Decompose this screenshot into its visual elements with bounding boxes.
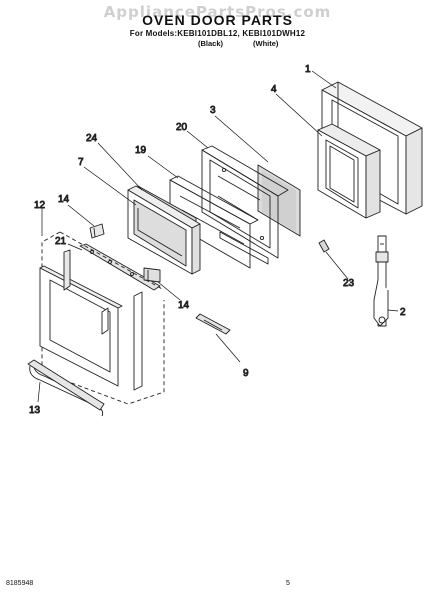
part-glass-support-frame	[201, 145, 289, 265]
part-window-glass-pack	[127, 185, 201, 275]
color-black-label: (Black)	[198, 39, 224, 48]
part-inner-glass	[257, 164, 301, 237]
callout-23: 23	[343, 278, 355, 289]
callout-1: 1	[305, 64, 311, 75]
callout-13: 13	[29, 405, 41, 416]
leader-lines	[37, 70, 399, 403]
part-door-hinge	[373, 235, 389, 327]
model-numbers: For Models:KEBI101DBL12, KEBI101DWH12	[129, 29, 306, 38]
watermark: AppliancePartsPros.com	[103, 3, 332, 21]
callout-3: 3	[210, 105, 216, 116]
callout-7: 7	[78, 157, 84, 168]
callout-9: 9	[243, 368, 249, 379]
callout-24: 24	[86, 133, 98, 144]
part-inner-door-assembly	[39, 231, 165, 405]
callout-labels: 1 2 3 4 7 9 12 13 14 14 19 20 21 23 24	[29, 64, 407, 417]
callout-2: 2	[400, 307, 406, 318]
part-door-vent	[195, 313, 231, 335]
callout-14-lower: 14	[178, 300, 190, 311]
page-title: OVEN DOOR PARTS	[142, 12, 293, 28]
part-top-channel	[79, 243, 161, 291]
callout-19: 19	[135, 145, 147, 156]
color-white-label: (White)	[253, 39, 279, 48]
part-door-frame	[317, 123, 381, 219]
callout-14-upper: 14	[58, 194, 70, 205]
part-hinge-receptacle-upper	[89, 223, 105, 239]
part-door-handle	[27, 359, 105, 417]
callout-4: 4	[271, 84, 277, 95]
document-number: 8185948	[6, 580, 34, 587]
part-hinge-receptacle-lower	[143, 267, 161, 283]
callout-20: 20	[176, 122, 188, 133]
callout-21: 21	[55, 236, 67, 247]
part-clip	[318, 239, 330, 253]
callout-12: 12	[34, 200, 46, 211]
page-number: 5	[286, 580, 290, 587]
